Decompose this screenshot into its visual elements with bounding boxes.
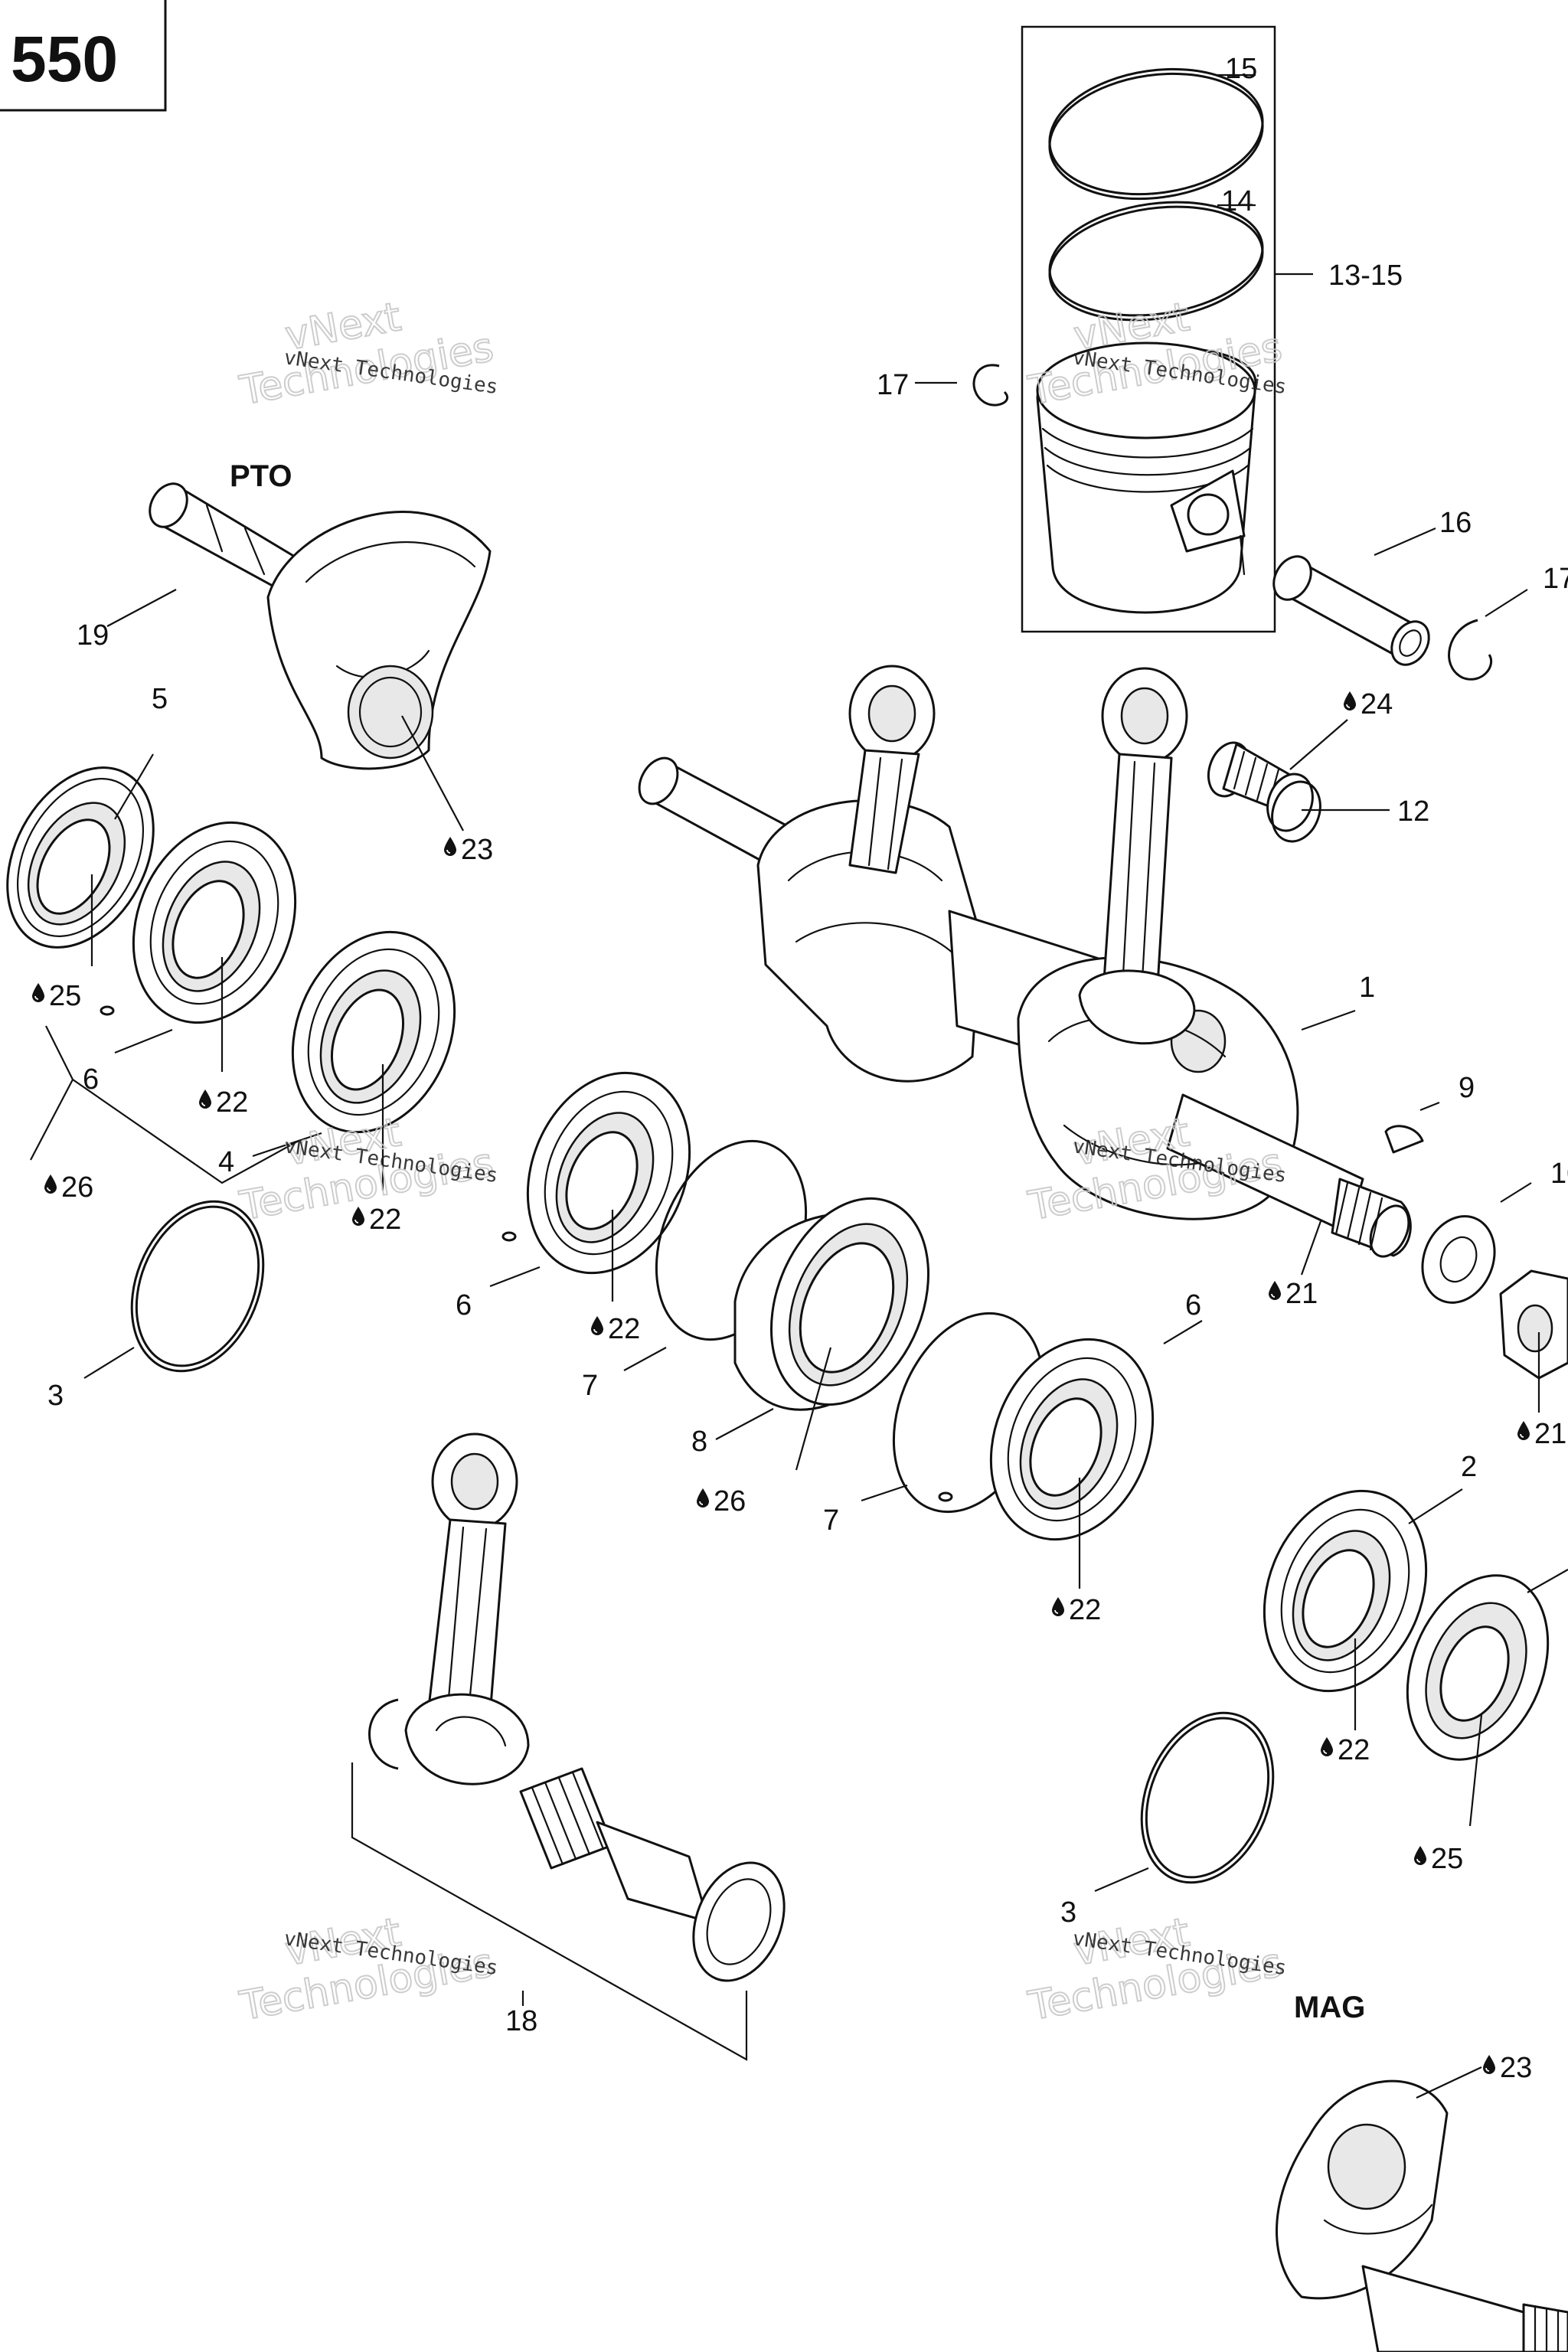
pto-crankshaft-half — [149, 482, 492, 770]
piston-pin-circlip-right — [1448, 619, 1492, 681]
callout-3: 3 — [1060, 1896, 1076, 1929]
callout-6: 6 — [1185, 1289, 1201, 1321]
o-ring-pto — [130, 1200, 265, 1373]
callout-16: 16 — [1439, 507, 1472, 539]
piston-ring-top — [1048, 67, 1264, 201]
callout-18: 18 — [505, 2005, 537, 2037]
svg-text:25: 25 — [1431, 1843, 1463, 1875]
callout-3: 3 — [47, 1380, 64, 1412]
svg-text:25: 25 — [49, 980, 81, 1012]
woodruff-key — [1384, 1125, 1424, 1154]
callout-25: 25 — [31, 980, 81, 1012]
svg-text:21: 21 — [1285, 1278, 1318, 1310]
connecting-rod-right — [1078, 667, 1196, 1045]
connecting-rod-left — [848, 665, 936, 874]
dowel-pin — [100, 1005, 115, 1016]
ball-bearing-pto-outer — [132, 821, 297, 1024]
callout-22: 22 — [590, 1313, 640, 1345]
callout-13-15: 13-15 — [1328, 260, 1403, 292]
svg-text:26: 26 — [61, 1171, 93, 1204]
callout-21: 21 — [1517, 1418, 1566, 1450]
connecting-rod-kit — [368, 1432, 786, 1982]
callout-1: 1 — [1359, 972, 1375, 1004]
callout-22: 22 — [1320, 1734, 1370, 1766]
watermark: vNext Technologies vNext Technologies vN… — [236, 293, 1289, 2030]
callout-7: 7 — [823, 1504, 839, 1537]
center-bearing-sleeve — [733, 1197, 930, 1411]
svg-text:21: 21 — [1534, 1418, 1566, 1450]
callout-22: 22 — [351, 1204, 401, 1236]
callouts: 15 14 13-15 17 16 17 19 5 23 24 12 25 6 … — [31, 53, 1568, 2084]
callout-15: 15 — [1225, 53, 1257, 85]
callout-25: 25 — [1413, 1843, 1463, 1875]
callout-22: 22 — [198, 1086, 248, 1119]
piston-pin-circlip-left — [972, 364, 1008, 407]
mag-crankshaft-half — [1276, 2079, 1568, 2352]
piston-ring-second — [1048, 201, 1264, 322]
callout-17: 17 — [877, 369, 909, 401]
svg-text:23: 23 — [1500, 2052, 1532, 2084]
svg-text:23: 23 — [461, 834, 493, 866]
callout-26: 26 — [44, 1171, 93, 1204]
callout-26: 26 — [696, 1485, 746, 1517]
ball-bearing-center-right — [989, 1338, 1155, 1541]
callout-5: 5 — [152, 683, 168, 715]
ball-bearing-center-left — [526, 1071, 691, 1275]
ball-bearing-4 — [291, 930, 456, 1134]
oil-seal-mag — [1406, 1574, 1550, 1761]
ball-bearing-mag — [1263, 1489, 1428, 1693]
callout-6: 6 — [83, 1063, 99, 1096]
svg-text:22: 22 — [216, 1086, 248, 1119]
thrust-washer — [1271, 780, 1321, 843]
svg-text:24: 24 — [1361, 688, 1393, 720]
callout-23: 23 — [1482, 2052, 1532, 2084]
needle-bearing — [1207, 741, 1314, 832]
dowel-pin — [501, 1231, 517, 1242]
callout-23: 23 — [443, 834, 493, 866]
crankshaft-assembly — [638, 756, 1412, 1258]
callout-9: 9 — [1459, 1072, 1475, 1104]
model-number: 550 — [11, 23, 118, 95]
piston-pin — [1272, 555, 1430, 666]
callout-2: 2 — [1461, 1451, 1477, 1483]
callout-7: 7 — [582, 1370, 598, 1402]
callout-14: 14 — [1221, 185, 1253, 217]
kit-bracket-26 — [45, 1025, 299, 1184]
svg-text:26: 26 — [714, 1485, 746, 1517]
callout-8: 8 — [691, 1426, 707, 1458]
callout-17: 17 — [1543, 563, 1568, 595]
callout-24: 24 — [1343, 688, 1393, 720]
mag-label: MAG — [1294, 1991, 1365, 2024]
callout-19: 19 — [77, 619, 109, 652]
piston-kit-box — [972, 25, 1276, 633]
callout-21: 21 — [1268, 1278, 1318, 1310]
kit-bracket — [351, 1762, 748, 2061]
callout-12: 12 — [1397, 795, 1429, 828]
svg-text:22: 22 — [369, 1204, 401, 1236]
leader-lines — [30, 74, 1568, 2099]
svg-text:22: 22 — [1338, 1734, 1370, 1766]
callout-4: 4 — [218, 1146, 234, 1178]
crankshaft-nut — [1499, 1269, 1568, 1380]
callout-6: 6 — [456, 1289, 472, 1321]
svg-text:22: 22 — [608, 1313, 640, 1345]
piston — [1036, 341, 1257, 614]
o-ring-mag — [1140, 1711, 1275, 1884]
pto-label: PTO — [230, 459, 292, 493]
model-number-box: 550 — [0, 0, 167, 112]
callout-22: 22 — [1051, 1594, 1101, 1626]
dowel-pin — [938, 1491, 953, 1502]
lock-washer — [1421, 1215, 1496, 1304]
callout-10: 10 — [1550, 1158, 1568, 1190]
svg-text:22: 22 — [1069, 1594, 1101, 1626]
